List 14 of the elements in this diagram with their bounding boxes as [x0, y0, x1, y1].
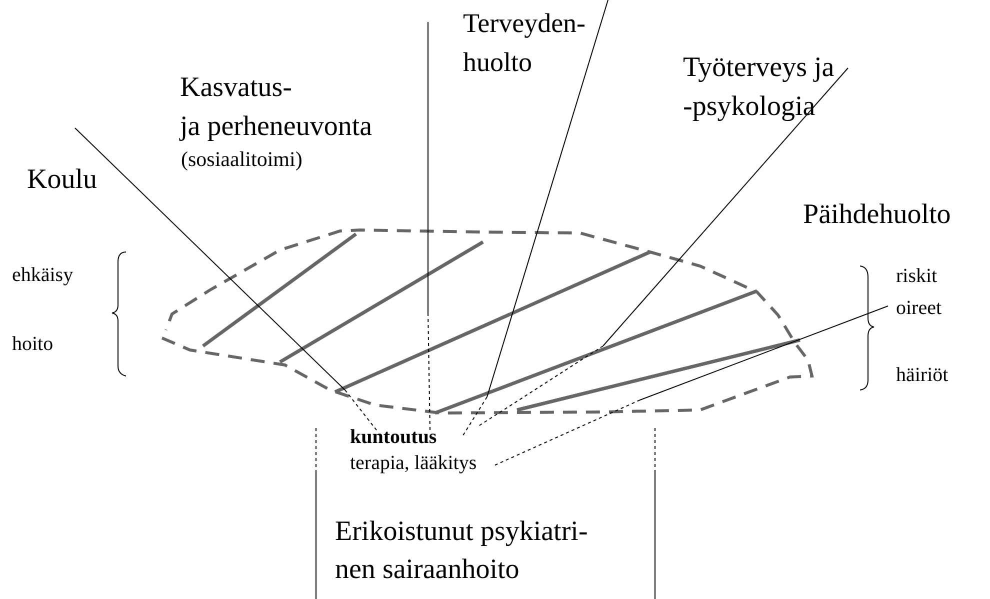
center-label: kuntoutus	[350, 425, 438, 450]
sector-label: Terveyden- huolto	[463, 7, 587, 79]
sector-label: Erikoistunut psykiatri- nen sairaanhoito	[335, 515, 589, 587]
level-label: ehkäisy	[12, 263, 74, 288]
sector-label: Kasvatus- ja perheneuvonta	[180, 71, 374, 144]
sector-label: Koulu	[27, 163, 98, 197]
sector-label: Työterveys ja -psykologia	[683, 51, 836, 124]
level-label: häiriöt	[896, 363, 950, 388]
sector-label: Päihdehuolto	[803, 198, 952, 232]
level-label: riskit	[896, 264, 938, 289]
level-label: oireet	[896, 296, 943, 321]
level-label: hoito	[12, 332, 54, 357]
note-text: (sosiaalitoimi)	[181, 146, 304, 172]
center-label: terapia, lääkitys	[350, 451, 478, 476]
